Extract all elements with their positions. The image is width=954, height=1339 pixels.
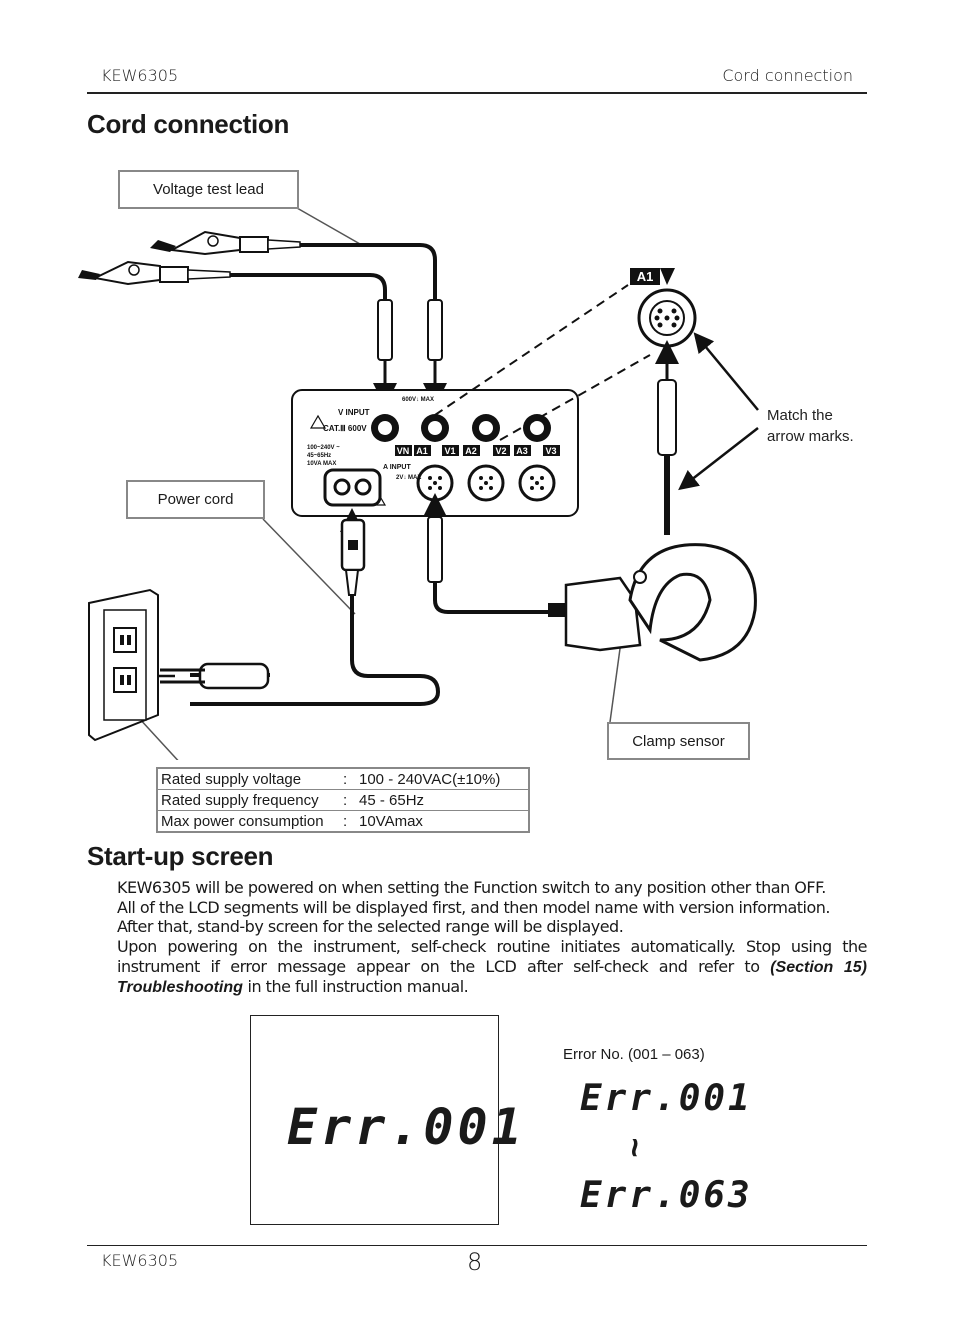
clamp-sensor-icon [548,543,757,662]
startup-paragraph-4-tail: in the full instruction manual. [242,977,469,996]
table-row: Max power consumption : 10VAmax [158,811,528,831]
match-arrows-label-1: Match the [767,407,833,424]
footer-model: KEW6305 [101,1251,179,1270]
terminal-a3: A3 [516,446,528,456]
spec-key: Rated supply voltage [161,770,302,788]
terminal-vn: VN [397,446,410,456]
startup-paragraph-2: All of the LCD segments will be displaye… [117,898,830,917]
table-row: Rated supply voltage : 100 - 240VAC(±10%… [158,769,528,790]
lcd-display: Err.001 [250,1015,522,1225]
footer-rule [87,1245,867,1246]
troubleshooting-reference: (Section 15) Troubleshooting [117,958,868,997]
terminal-v1: V1 [444,446,455,456]
error-range-label: Error No. (001 – 063) [563,1046,705,1063]
lcd-error-last: Err.063 [580,1175,753,1216]
voltage-test-lead-label: Voltage test lead [118,170,299,209]
v-max-rating: 600V↓ MAX [402,397,434,403]
table-row: Rated supply frequency : 45 - 65Hz [158,790,528,811]
power-inlet [323,468,382,507]
alligator-clip-icon [78,260,231,286]
header-rule [87,92,867,94]
a-max-rating: 2V↓ MAX [396,475,421,481]
cat-rating: CAT.Ⅲ 600V [323,424,367,433]
supply-rating-1: 100~240V ~ [307,445,340,451]
terminal-v3: V3 [545,446,556,456]
a1-tag: A1 [637,269,654,284]
spec-value: 45 - 65Hz [359,791,425,809]
section-title-startup-screen: Start-up screen [87,841,274,871]
spec-key: Max power consumption [161,812,324,830]
wall-outlet-icon [88,588,159,742]
v-input-label: V INPUT [338,408,370,417]
spec-value: 100 - 240VAC(±10%) [359,770,501,788]
lcd-error-first: Err.001 [580,1078,753,1119]
terminal-a1: A1 [416,446,428,456]
cord-connection-diagram: VN A1 V1 A2 V2 A3 V3 V INPUT CAT.Ⅲ 600V … [78,207,854,760]
a-input-label: A INPUT [383,464,411,471]
clamp-sensor-label: Clamp sensor [607,722,750,760]
supply-spec-table: Rated supply voltage : 100 - 240VAC(±10%… [156,767,530,833]
header-section: Cord connection [722,66,853,85]
startup-paragraph-4-text: Upon powering on the instrument, self-ch… [117,937,868,976]
match-arrows-label-2: arrow marks. [767,428,854,445]
power-cord-label: Power cord [126,480,265,519]
page-number: 8 [467,1248,483,1276]
supply-rating-3: 10VA MAX [307,461,336,467]
terminal-v2: V2 [495,446,506,456]
header-model: KEW6305 [101,66,179,85]
startup-paragraph-3: After that, stand-by screen for the sele… [117,917,624,936]
lcd-error-code: Err.001 [287,1098,526,1156]
supply-rating-2: 45~65Hz [307,453,331,459]
range-tilde: ~ [615,1137,654,1158]
spec-value: 10VAmax [359,812,423,830]
section-title-cord-connection: Cord connection [87,109,290,139]
terminal-a2: A2 [465,446,477,456]
startup-paragraph-4: Upon powering on the instrument, self-ch… [117,937,868,998]
warning-icon [309,414,327,429]
startup-paragraph-1: KEW6305 will be powered on when setting … [117,878,826,897]
spec-key: Rated supply frequency [161,791,319,809]
alligator-clip-icon [150,230,301,256]
